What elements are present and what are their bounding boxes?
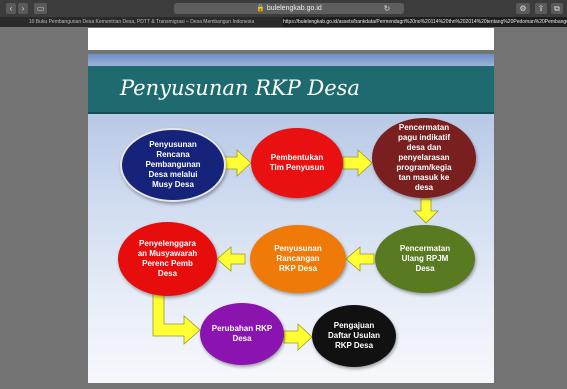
tab-bar: 10 Buku Pembangunan Desa Kementrian Desa…: [0, 17, 567, 27]
arrow-bend: [152, 293, 201, 345]
step-7-perubahan-rkp: Perubahan RKP Desa: [200, 303, 284, 365]
step-4-rpjm-desa: Pencermatan Ulang RPJM Desa: [375, 225, 475, 293]
arrow-right-1: [221, 149, 252, 177]
arrow-down-1: [413, 198, 439, 224]
tab-permendagri-pdf[interactable]: https://bulelengkab.go.id/assets/bankdat…: [283, 17, 567, 27]
browser-toolbar: ‹ › ▭ 🔒 bulelengkab.go.id ↻ ⚙ ⇪ ⧉: [0, 0, 567, 17]
extension-icon[interactable]: ⚙: [516, 3, 530, 14]
slide-top-strip: [88, 54, 494, 66]
flow-arrows: [152, 149, 439, 351]
step-5-rancangan-rkp: Penyusunan Rancangan RKP Desa: [250, 225, 346, 293]
address-text: bulelengkab.go.id: [266, 5, 322, 12]
arrow-right-2: [342, 149, 373, 177]
lock-icon: 🔒: [256, 5, 265, 12]
slide-title: Penyusunan RKP Desa: [120, 76, 360, 100]
step-6-musyawarah: Penyelenggara an Musyawarah Perenc Pemb …: [118, 222, 217, 296]
step-3-pagu-indikatif: Pencermatan pagu indikatif desa dan peny…: [372, 118, 476, 198]
arrow-left-2: [216, 246, 246, 272]
title-banner: Penyusunan RKP Desa: [88, 66, 494, 114]
step-8-daftar-usulan: Pengajuan Daftar Usulan RKP Desa: [312, 305, 396, 367]
step-2-tim-penyusun: Pembentukan Tim Penyusun: [251, 128, 343, 198]
share-icon[interactable]: ⇪: [535, 3, 547, 14]
sidebar-icon[interactable]: ▭: [34, 3, 47, 14]
previous-page-area: [88, 28, 494, 50]
forward-icon[interactable]: ›: [18, 3, 28, 14]
arrow-left-1: [345, 246, 375, 272]
reload-icon[interactable]: ↻: [383, 4, 391, 13]
address-bar[interactable]: 🔒 bulelengkab.go.id: [174, 3, 404, 14]
back-icon[interactable]: ‹: [6, 3, 16, 14]
slide-page: Penyusunan RKP Desa Penyusunan Rencana P…: [88, 54, 494, 383]
tabs-icon[interactable]: ⧉: [551, 3, 563, 14]
tab-buku-pembangunan[interactable]: 10 Buku Pembangunan Desa Kementrian Desa…: [28, 19, 255, 25]
arrow-right-3: [283, 323, 313, 351]
step-1-musy-desa: Penyusunan Rencana Pembangunan Desa mela…: [120, 128, 226, 202]
